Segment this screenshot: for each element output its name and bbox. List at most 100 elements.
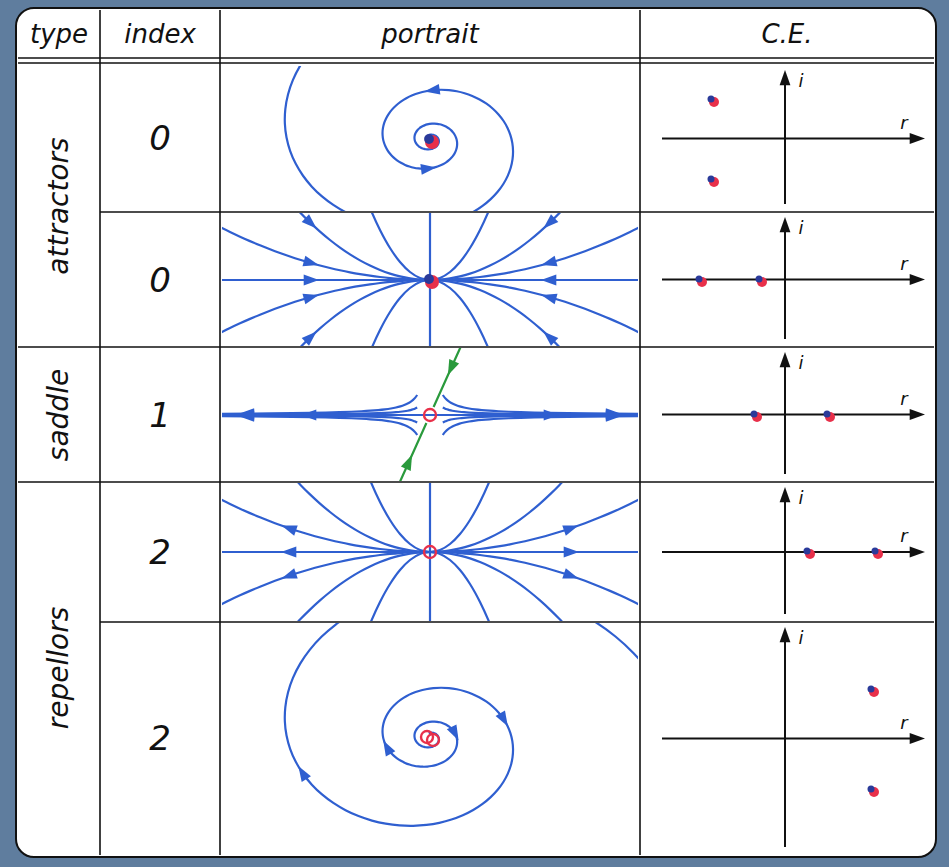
eigenvalue-plots [662, 70, 925, 847]
index-number: 2 [149, 535, 171, 569]
arrowhead [304, 275, 319, 286]
trajectory [429, 280, 431, 346]
axis-label: i [798, 354, 803, 372]
real-axis [662, 738, 914, 740]
table-panel [16, 8, 936, 857]
trajectory [430, 213, 638, 280]
arrowhead [780, 627, 791, 642]
trajectory [430, 483, 638, 552]
axis-label: r [900, 527, 907, 545]
trajectory [429, 483, 431, 552]
index-number: 0 [149, 263, 171, 297]
trajectory [222, 414, 430, 416]
blue-dot [804, 548, 811, 555]
arrowhead [496, 711, 508, 727]
trajectory [285, 66, 638, 211]
row-type: attractors [45, 137, 73, 274]
blue-dot [708, 176, 715, 183]
trajectory [429, 213, 431, 280]
arrowhead [541, 294, 557, 304]
arrowhead [541, 275, 556, 286]
trajectory [222, 489, 430, 552]
trajectory [222, 280, 430, 343]
blue-dot [751, 411, 758, 418]
arrowhead [562, 568, 578, 578]
trajectory [222, 483, 430, 552]
node-portrait [222, 213, 638, 346]
arrowhead [302, 214, 317, 228]
real-axis [662, 138, 914, 140]
trajectory [430, 280, 638, 346]
spiral-portrait [285, 66, 638, 211]
axis-label: i [798, 629, 803, 647]
arrowhead [420, 164, 436, 175]
trajectory [430, 280, 638, 346]
arrowhead [564, 547, 579, 558]
fixed-point-ring [424, 409, 436, 421]
arrowhead [543, 332, 558, 346]
arrowhead [541, 256, 557, 266]
arrowhead [606, 408, 621, 419]
trajectory [430, 552, 638, 615]
phase-portraits [64, 0, 797, 867]
blue-dot [424, 134, 434, 144]
blue-dot [824, 411, 831, 418]
index-number: 0 [149, 121, 171, 155]
trajectory [430, 489, 638, 552]
imag-axis [784, 81, 786, 204]
imag-axis [784, 363, 786, 474]
trajectory [430, 483, 638, 552]
row-type: repellors [45, 607, 73, 730]
row-type: saddle [45, 369, 73, 461]
imag-axis [784, 498, 786, 614]
trajectory [430, 552, 638, 621]
blue-dot [424, 274, 434, 284]
column-header: portrait [381, 21, 478, 47]
index-number: 1 [149, 398, 171, 432]
arrowhead [447, 724, 459, 740]
trajectory [222, 483, 430, 552]
trajectory [394, 423, 426, 481]
blue-dot [868, 686, 875, 693]
arrowhead [282, 568, 298, 578]
axis-label: r [900, 114, 907, 132]
trajectory [430, 552, 638, 621]
trajectory [429, 552, 431, 621]
arrowhead [239, 408, 254, 419]
axis-label: r [900, 255, 907, 273]
trajectory [285, 623, 638, 826]
arrowhead [302, 256, 318, 266]
axis-label: i [798, 72, 803, 90]
trajectory [430, 217, 638, 280]
arrowhead [910, 274, 925, 285]
trajectory [222, 551, 430, 553]
real-axis [662, 414, 914, 416]
imag-axis [784, 228, 786, 339]
trajectory [222, 279, 430, 281]
node-portrait [222, 483, 638, 621]
red-dot [425, 275, 439, 289]
trajectory [222, 552, 430, 615]
trajectory [430, 279, 638, 281]
blue-dot [708, 96, 715, 103]
trajectory [222, 280, 430, 346]
trajectory [222, 213, 430, 280]
imag-axis [784, 638, 786, 847]
axis-label: r [900, 390, 907, 408]
arrowhead [562, 525, 578, 535]
column-header: type [30, 21, 88, 47]
arrowhead [281, 547, 296, 558]
arrowhead [424, 84, 440, 95]
blue-dot [756, 276, 763, 283]
trajectory [430, 414, 638, 416]
arrowhead [282, 525, 298, 535]
trajectory [434, 348, 466, 407]
arrowhead [543, 214, 558, 228]
index-number: 2 [149, 721, 171, 755]
spiral-portrait [285, 623, 638, 826]
trajectory [222, 552, 430, 621]
red-dot [425, 135, 439, 149]
saddle-portrait [222, 348, 638, 481]
blue-dot [872, 548, 879, 555]
